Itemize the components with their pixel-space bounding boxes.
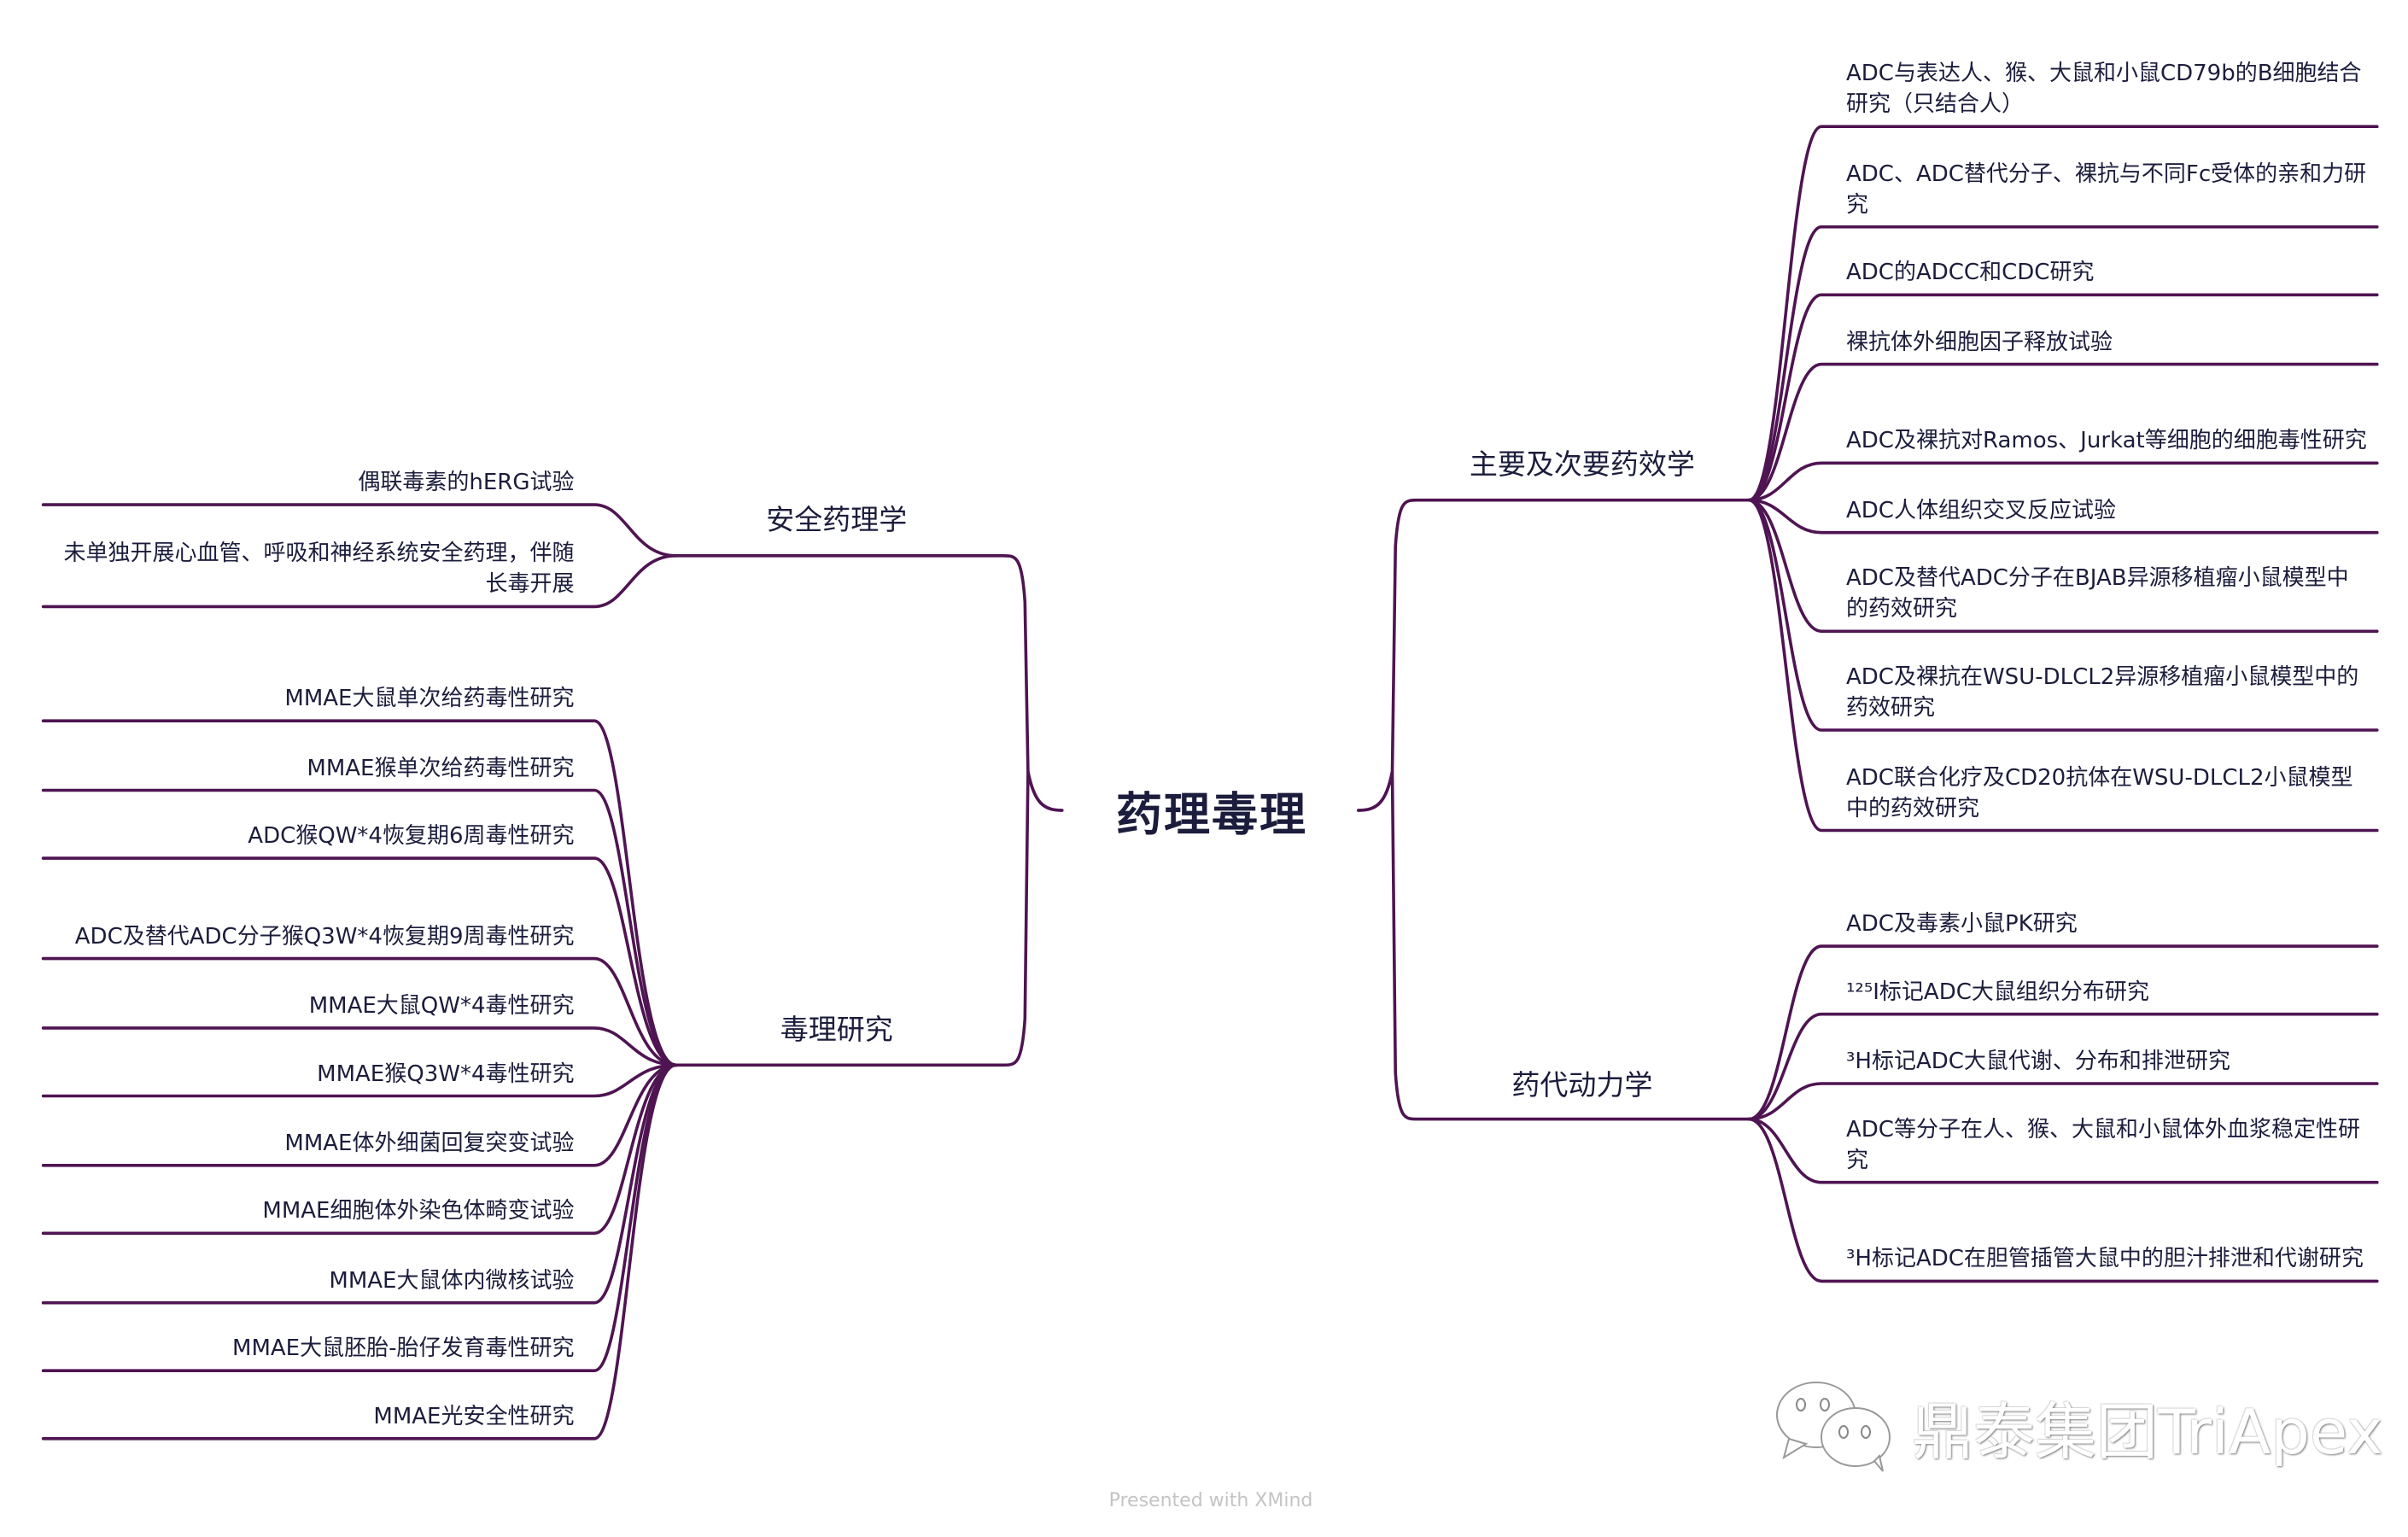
leaf-topic-pharmacodynamics[interactable]: ADC人体组织交叉反应试验 bbox=[1846, 497, 2116, 523]
central-topic[interactable]: 药理毒理 bbox=[1116, 787, 1307, 842]
leaf-connector bbox=[1747, 461, 2379, 502]
leaf-topic-toxicology[interactable]: MMAE细胞体外染色体畸变试验 bbox=[262, 1198, 575, 1224]
m-pd-connector bbox=[1357, 498, 1750, 812]
leaf-topic-pharmacokinetics[interactable]: ³H标记ADC在胆管插管大鼠中的胆汁排泄和代谢研究 bbox=[1846, 1246, 2364, 1272]
leaf-topic-toxicology[interactable]: ADC及替代ADC分子猴Q3W*4恢复期9周毒性研究 bbox=[74, 923, 575, 950]
leaf-connector bbox=[41, 1063, 678, 1441]
leaf-connector bbox=[1747, 1117, 2379, 1184]
leaf-topic-toxicology[interactable]: MMAE大鼠体内微核试验 bbox=[329, 1267, 575, 1294]
leaf-connector bbox=[1747, 125, 2379, 502]
leaf-connector bbox=[1747, 225, 2379, 502]
leaf-topic-toxicology[interactable]: MMAE体外细菌回复突变试验 bbox=[284, 1130, 575, 1156]
leaf-topic-toxicology[interactable]: MMAE猴Q3W*4毒性研究 bbox=[317, 1061, 575, 1087]
leaf-connector bbox=[1747, 498, 2379, 732]
leaf-connector bbox=[41, 503, 678, 558]
m-tx-connector bbox=[675, 771, 1064, 1067]
leaf-topic-pharmacodynamics[interactable]: ADC及裸抗对Ramos、Jurkat等细胞的细胞毒性研究 bbox=[1846, 428, 2367, 454]
leaf-topic-toxicology[interactable]: MMAE猴单次给药毒性研究 bbox=[307, 755, 575, 781]
leaf-topic-pharmacodynamics[interactable]: ADC与表达人、猴、大鼠和小鼠CD79b的B细胞结合研究（只结合人） bbox=[1846, 61, 2362, 118]
footer-credit: Presented with XMind bbox=[1108, 1490, 1313, 1511]
leaf-topic-pharmacokinetics[interactable]: ¹²⁵I标记ADC大鼠组织分布研究 bbox=[1846, 979, 2149, 1005]
leaf-topic-safety[interactable]: 偶联毒素的hERG试验 bbox=[358, 470, 575, 496]
leaf-connector bbox=[41, 1063, 678, 1236]
leaf-connector bbox=[41, 1063, 678, 1305]
leaf-topic-toxicology[interactable]: MMAE大鼠胚胎-胎仔发育毒性研究 bbox=[232, 1335, 575, 1362]
leaf-connector bbox=[1747, 1012, 2379, 1121]
leaf-topic-safety[interactable]: 未单独开展心血管、呼吸和神经系统安全药理，伴随长毒开展 bbox=[63, 541, 575, 598]
branch-pharmacokinetics[interactable]: 药代动力学 bbox=[1511, 1067, 1653, 1102]
leaf-connector bbox=[41, 719, 678, 1067]
leaf-topic-pharmacodynamics[interactable]: ADC及替代ADC分子在BJAB异源移植瘤小鼠模型中的药效研究 bbox=[1846, 565, 2349, 622]
leaf-topic-toxicology[interactable]: ADC猴QW*4恢复期6周毒性研究 bbox=[248, 823, 575, 850]
branch-pharmacodynamics[interactable]: 主要及次要药效学 bbox=[1469, 447, 1695, 481]
m-sf-connector bbox=[675, 554, 1064, 812]
leaf-topic-pharmacokinetics[interactable]: ADC及毒素小鼠PK研究 bbox=[1846, 911, 2078, 938]
leaf-topic-pharmacodynamics[interactable]: ADC、ADC替代分子、裸抗与不同Fc受体的亲和力研究 bbox=[1846, 161, 2367, 218]
leaf-connector bbox=[1747, 293, 2379, 502]
leaf-topic-pharmacodynamics[interactable]: 裸抗体外细胞因子释放试验 bbox=[1846, 329, 2113, 355]
leaf-connector bbox=[1747, 1117, 2379, 1283]
watermark: 鼎泰集团TriApex bbox=[1772, 1379, 2383, 1473]
leaf-topic-toxicology[interactable]: MMAE大鼠QW*4毒性研究 bbox=[308, 992, 575, 1019]
leaf-topic-pharmacodynamics[interactable]: ADC的ADCC和CDC研究 bbox=[1846, 260, 2095, 286]
leaf-connector bbox=[1747, 362, 2379, 502]
leaf-topic-toxicology[interactable]: MMAE大鼠单次给药毒性研究 bbox=[284, 686, 575, 712]
leaf-topic-pharmacodynamics[interactable]: ADC联合化疗及CD20抗体在WSU-DLCL2小鼠模型中的药效研究 bbox=[1846, 764, 2353, 821]
leaf-connector bbox=[1747, 498, 2379, 833]
leaf-connector bbox=[41, 788, 678, 1067]
leaf-connector bbox=[41, 1026, 678, 1067]
leaf-topic-pharmacokinetics[interactable]: ADC等分子在人、猴、大鼠和小鼠体外血浆稳定性研究 bbox=[1846, 1116, 2360, 1173]
leaf-connector bbox=[1747, 498, 2379, 634]
m-pk-connector bbox=[1357, 771, 1750, 1121]
watermark-text: 鼎泰集团TriApex bbox=[1912, 1395, 2383, 1468]
branch-toxicology[interactable]: 毒理研究 bbox=[780, 1012, 893, 1046]
branch-safety-pharmacology[interactable]: 安全药理学 bbox=[766, 503, 908, 537]
leaf-connector bbox=[41, 1063, 678, 1167]
leaf-connector bbox=[1747, 944, 2379, 1121]
leaf-connector bbox=[41, 956, 678, 1067]
wechat-icon bbox=[1776, 1382, 1891, 1472]
leaf-connector bbox=[41, 554, 678, 609]
leaf-connector bbox=[41, 856, 678, 1067]
leaf-topic-pharmacokinetics[interactable]: ³H标记ADC大鼠代谢、分布和排泄研究 bbox=[1846, 1049, 2230, 1074]
leaf-topic-pharmacodynamics[interactable]: ADC及裸抗在WSU-DLCL2异源移植瘤小鼠模型中的药效研究 bbox=[1846, 664, 2359, 721]
leaf-connector bbox=[1747, 498, 2379, 535]
leaf-topic-toxicology[interactable]: MMAE光安全性研究 bbox=[373, 1403, 575, 1429]
leaf-connector bbox=[41, 1063, 678, 1098]
leaf-connector bbox=[1747, 1082, 2379, 1121]
